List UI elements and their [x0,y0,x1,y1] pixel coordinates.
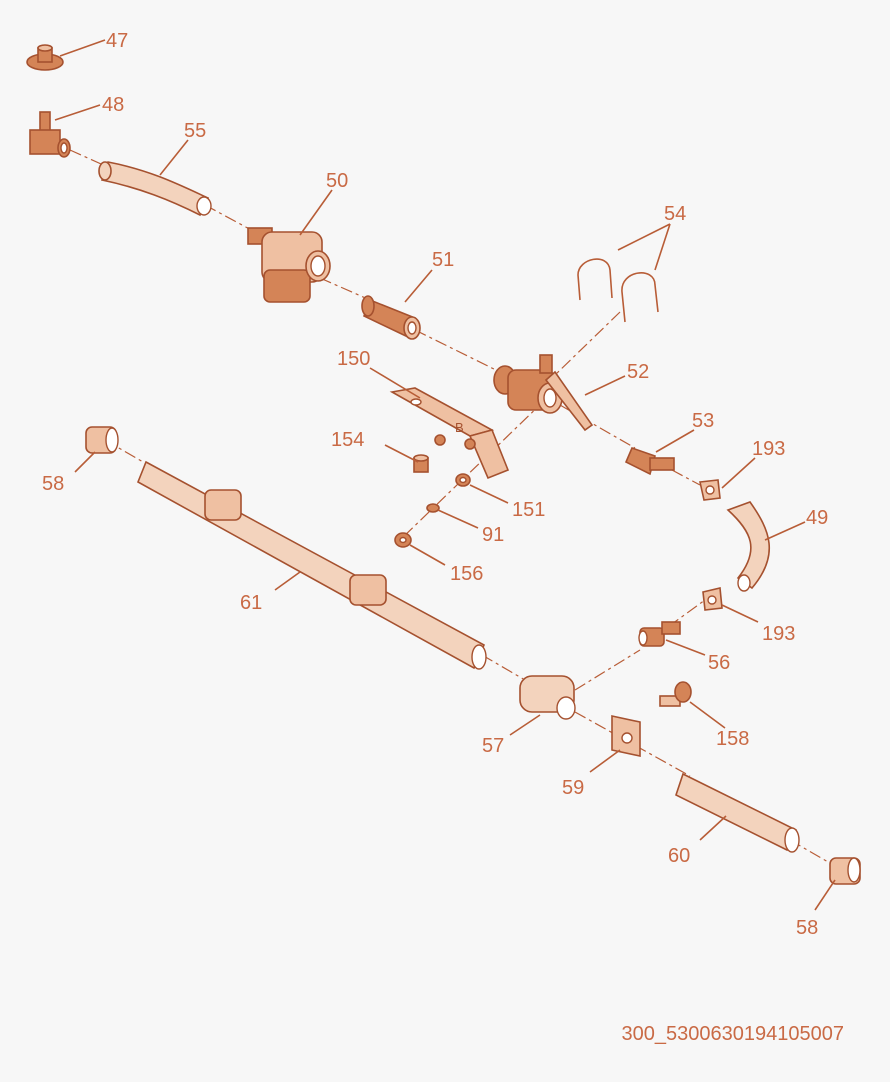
part-60-tube [675,772,800,853]
callout-53: 53 [692,410,714,432]
drawing-code: 300_5300630194105007 [621,1023,844,1045]
callout-58-right: 58 [796,917,818,939]
part-158-bolt [659,681,692,707]
part-52-ball-valve [493,354,594,432]
part-58-end-cap-left [85,426,119,454]
callout-49: 49 [806,507,828,529]
part-91-lock-washer [426,503,440,513]
callout-154: 154 [331,429,364,451]
part-56-adapter [638,621,681,647]
part-58-end-cap-right [829,857,861,885]
callout-61: 61 [240,592,262,614]
callout-55: 55 [184,120,206,142]
callout-51: 51 [432,249,454,271]
part-51-threaded-nipple [361,295,421,340]
part-54-u-pins [577,258,659,323]
part-57-tee [519,675,576,720]
callout-193-lower: 193 [762,623,795,645]
part-193-clamp-lower [702,587,723,611]
callout-57: 57 [482,735,504,757]
callout-56: 56 [708,652,730,674]
part-49-hose [726,501,771,592]
part-150-bracket [389,387,510,480]
part-154-screw [413,454,429,473]
callout-150: 150 [337,348,370,370]
part-156-nut [394,532,412,548]
callout-58-left: 58 [42,473,64,495]
part-193-clamp-upper [699,479,721,501]
part-61-long-tube [136,460,487,670]
callout-60: 60 [668,845,690,867]
callout-labels: 47 48 55 50 51 54 150 52 154 53 193 58 1… [42,30,828,939]
callout-193-upper: 193 [752,438,785,460]
callout-48: 48 [102,94,124,116]
callout-47: 47 [106,30,128,52]
leader-lines [54,39,836,911]
callout-156: 156 [450,563,483,585]
callout-52: 52 [627,361,649,383]
callout-151: 151 [512,499,545,521]
callout-158: 158 [716,728,749,750]
assembly-centerlines [69,149,836,867]
callout-54: 54 [664,203,686,225]
bracket-marking: B [455,420,464,435]
callout-91: 91 [482,524,504,546]
callout-59: 59 [562,777,584,799]
part-53-hose-barb [624,446,675,476]
part-151-washer [455,473,471,487]
part-48-elbow-fitting [29,111,71,158]
part-47-cap [26,44,64,71]
part-55-hose [98,161,212,217]
part-59-clip [611,715,641,757]
part-50-valve-body [247,227,331,303]
callout-50: 50 [326,170,348,192]
